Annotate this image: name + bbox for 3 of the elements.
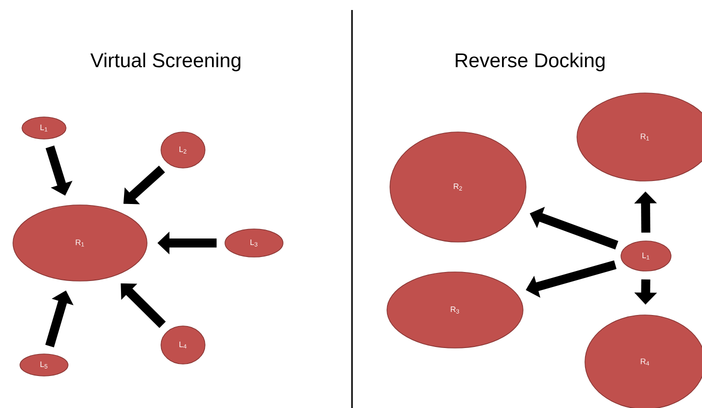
heading: Virtual Screening [90,52,240,72]
heading: Reverse Docking [456,52,605,72]
block-arrow [120,283,166,328]
